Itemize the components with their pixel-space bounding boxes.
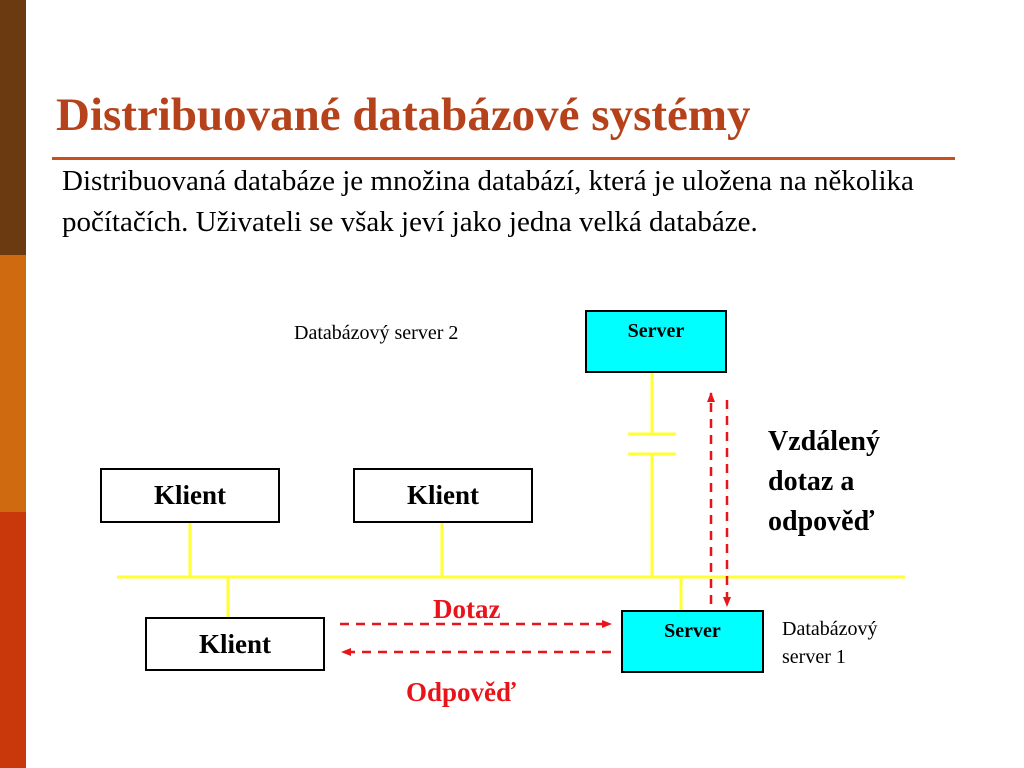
client1-box: Klient (100, 468, 280, 523)
client2-box: Klient (353, 468, 533, 523)
response-label: Odpověď (406, 677, 516, 707)
query-label: Dotaz (433, 594, 501, 624)
server2-box: Server (585, 310, 727, 373)
remote-query-line2: dotaz a (768, 466, 855, 497)
intro-text: Distribuovaná databáze je množina databá… (62, 165, 914, 238)
sidebar-band-orange (0, 255, 26, 512)
remote-query-line3: odpověď (768, 506, 875, 537)
server2-label: Databázový server 2 (294, 322, 459, 344)
server1-label-line2: server 1 (782, 646, 846, 668)
server1-label-line1: Databázový (782, 618, 878, 640)
server1-box: Server (621, 610, 764, 673)
title-underline (52, 157, 955, 160)
sidebar-band-brown (0, 0, 26, 255)
sidebar-accent (0, 0, 26, 768)
slide-title: Distribuované databázové systémy (56, 89, 751, 141)
client3-box: Klient (145, 617, 325, 671)
sidebar-band-red (0, 512, 26, 768)
remote-query-line1: Vzdálený (768, 426, 880, 457)
